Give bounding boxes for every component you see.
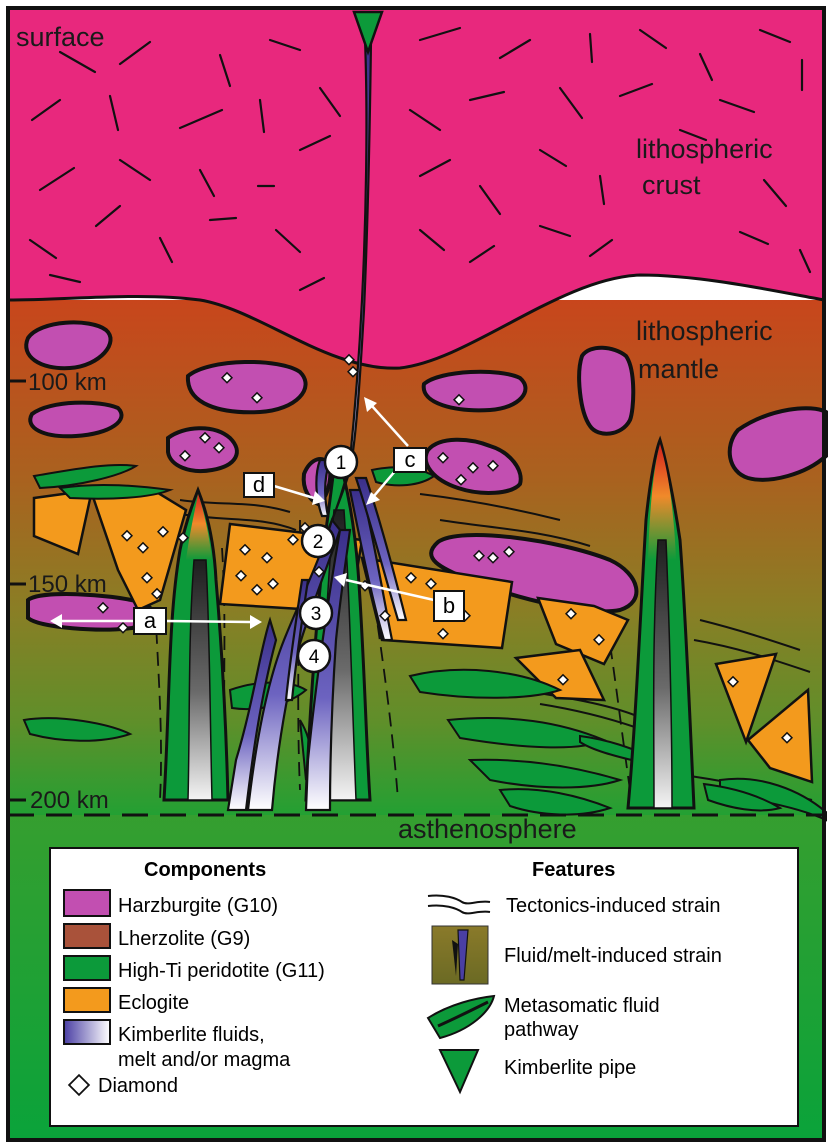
legend-harzburgite: Harzburgite (G10)	[118, 895, 278, 917]
crust-label-line2: crust	[642, 170, 701, 200]
legend-kimberlite-pipe: Kimberlite pipe	[504, 1057, 636, 1079]
depth-200-label: 200 km	[30, 787, 109, 814]
svg-text:c: c	[405, 447, 416, 472]
peridotite-swatch	[64, 956, 110, 980]
legend-features-title: Features	[532, 859, 615, 881]
box-label-c: c	[394, 447, 426, 472]
legend-fluid-strain: Fluid/melt-induced strain	[504, 945, 722, 967]
svg-text:3: 3	[311, 604, 322, 625]
crust-label-line1: lithospheric	[636, 134, 773, 164]
asthenosphere-label: asthenosphere	[398, 814, 577, 844]
circle-marker-2: 2	[302, 525, 334, 557]
depth-100-label: 100 km	[28, 369, 107, 396]
svg-text:4: 4	[309, 647, 320, 668]
kimberlite-swatch	[64, 1020, 110, 1044]
legend-lherzolite: Lherzolite (G9)	[118, 928, 250, 950]
box-label-d: d	[244, 472, 274, 497]
lherzolite-swatch	[64, 924, 110, 948]
legend-diamond: Diamond	[98, 1075, 178, 1097]
legend-pathway-line2: pathway	[504, 1019, 579, 1041]
legend-peridotite: High-Ti peridotite (G11)	[118, 960, 325, 982]
svg-text:a: a	[144, 608, 157, 633]
legend: Components Features Harzburgite (G10) Lh…	[50, 848, 798, 1126]
svg-text:b: b	[443, 593, 455, 618]
svg-text:2: 2	[313, 532, 324, 553]
legend-components-title: Components	[144, 859, 266, 881]
circle-marker-1: 1	[325, 446, 357, 478]
svg-text:1: 1	[336, 453, 347, 474]
mantle-label-line2: mantle	[638, 354, 719, 384]
circle-marker-3: 3	[300, 597, 332, 629]
svg-text:d: d	[253, 472, 265, 497]
legend-pathway-line1: Metasomatic fluid	[504, 995, 660, 1017]
surface-label: surface	[16, 22, 105, 52]
harzburgite-swatch	[64, 890, 110, 916]
box-label-b: b	[434, 591, 464, 621]
legend-tectonic-strain: Tectonics-induced strain	[506, 895, 721, 917]
depth-150-label: 150 km	[28, 571, 107, 598]
box-label-a: a	[134, 608, 166, 634]
eclogite-swatch	[64, 988, 110, 1012]
legend-kimberlite-line1: Kimberlite fluids,	[118, 1024, 265, 1046]
circle-marker-4: 4	[298, 640, 330, 672]
mantle-label-line1: lithospheric	[636, 316, 773, 346]
legend-kimberlite-line2: melt and/or magma	[118, 1049, 291, 1071]
fluid-strain-icon	[432, 926, 488, 984]
legend-eclogite: Eclogite	[118, 992, 189, 1014]
